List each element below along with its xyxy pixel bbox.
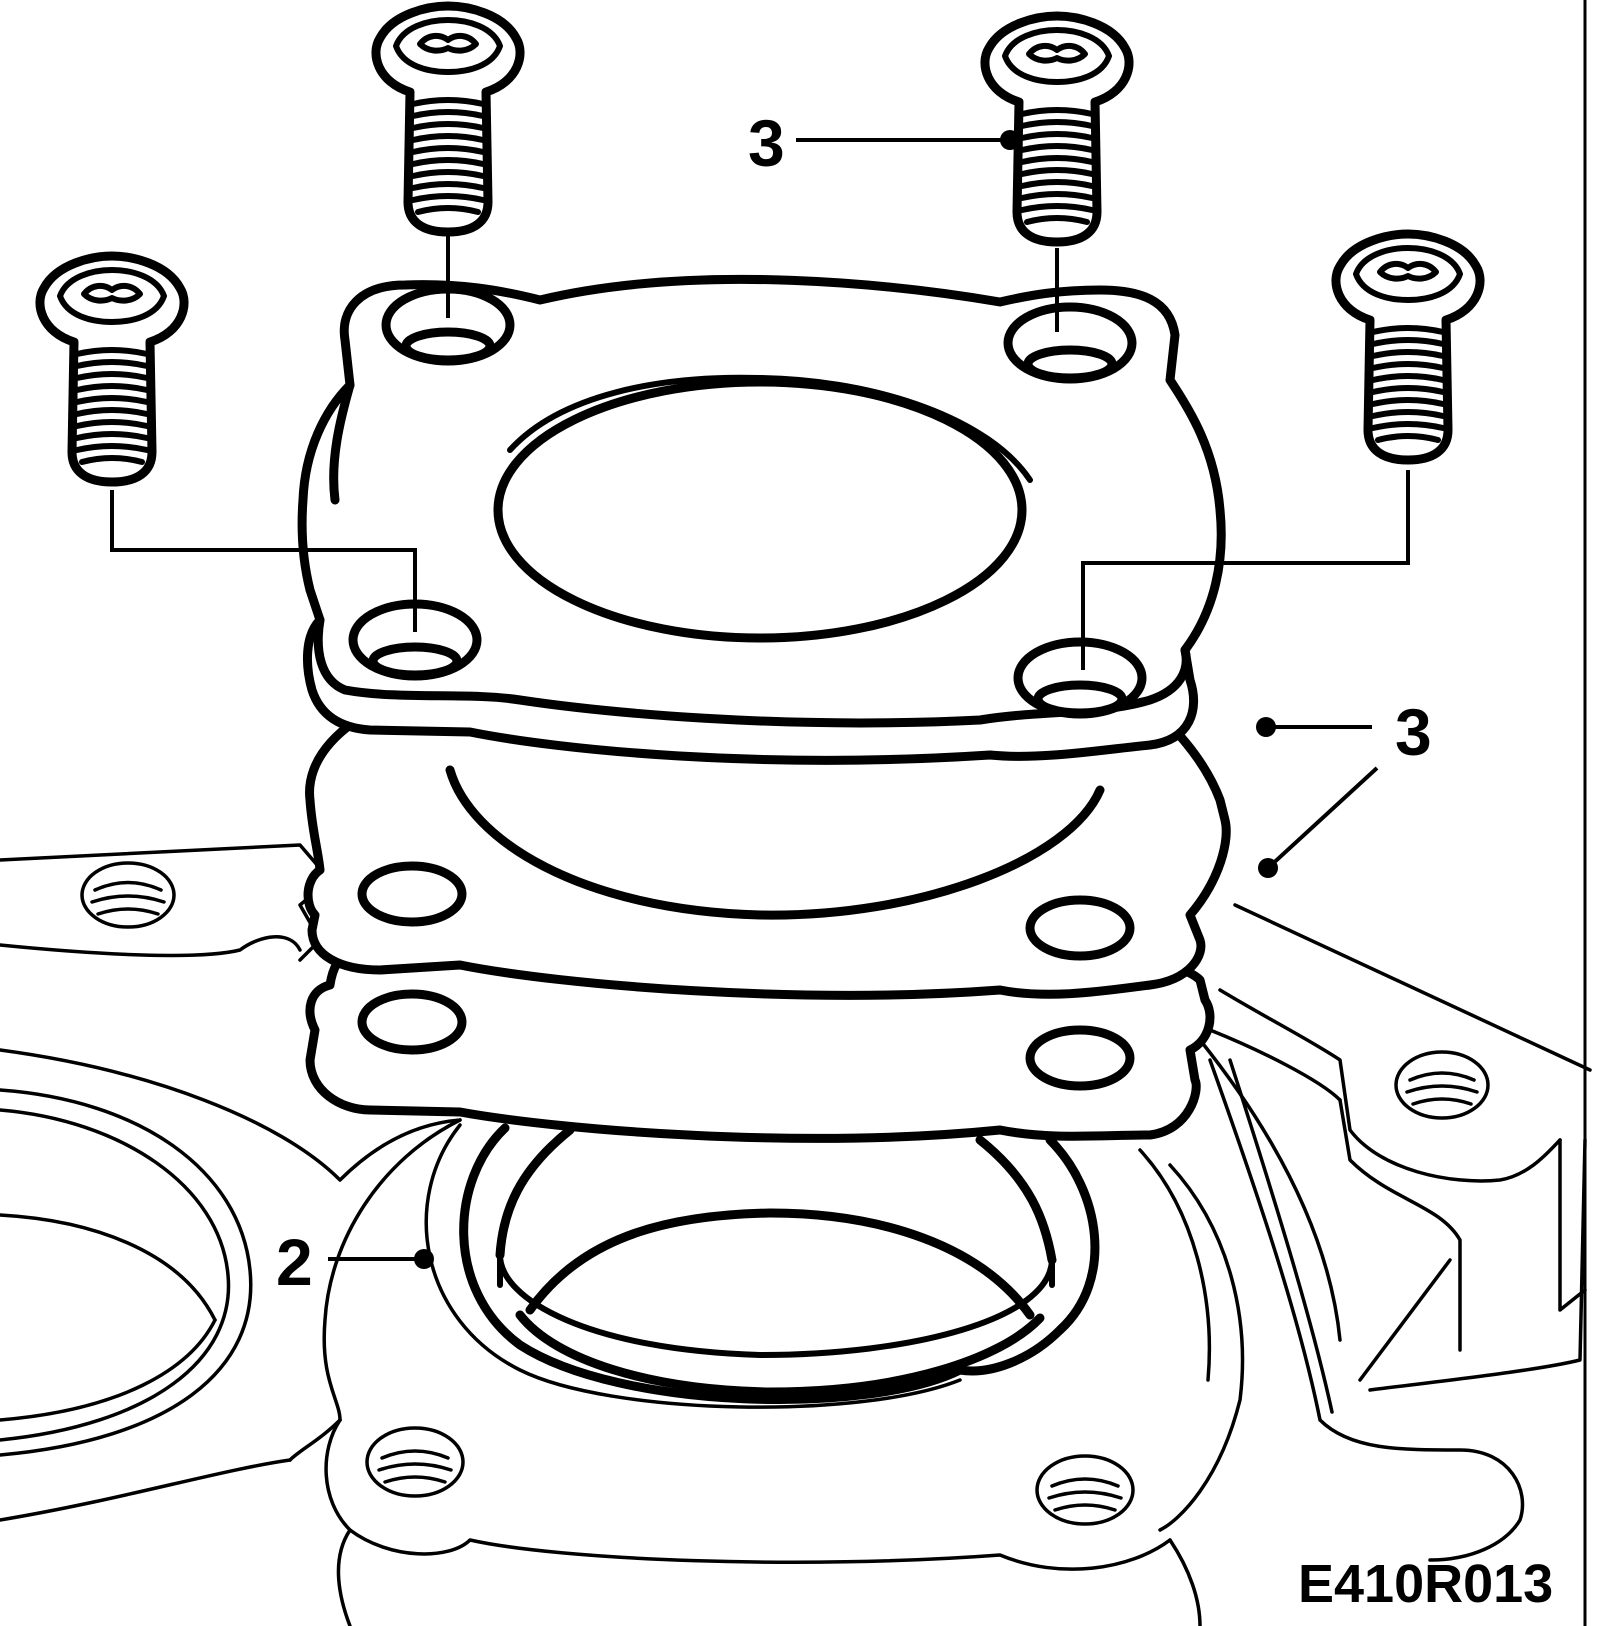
gasket-hole-bottom-right (1035, 1454, 1135, 1526)
gasket-hole-left (80, 861, 176, 929)
assembly-guide-lines (110, 235, 1410, 670)
screw-3 (40, 256, 184, 482)
gasket-hole-bottom-left (365, 1426, 465, 1498)
shim-top-hole-2 (1003, 302, 1137, 384)
drawing-code: E410R013 (1298, 1554, 1553, 1614)
shim-top (297, 274, 1226, 765)
shim-top-hole-4 (1013, 637, 1147, 719)
callout-2-gasket: 2 (276, 1225, 313, 1299)
callout-3-shims: 3 (1395, 695, 1432, 769)
screw-1 (376, 6, 520, 232)
callout-3-screws: 3 (748, 106, 785, 180)
screw-4 (1336, 234, 1480, 460)
callout-leaders (328, 130, 1379, 1269)
gasket-hole-right (1394, 1050, 1490, 1120)
gasket-fire-ring (424, 1123, 1100, 1409)
screw-2 (985, 16, 1129, 242)
head-gasket (0, 843, 1592, 1626)
